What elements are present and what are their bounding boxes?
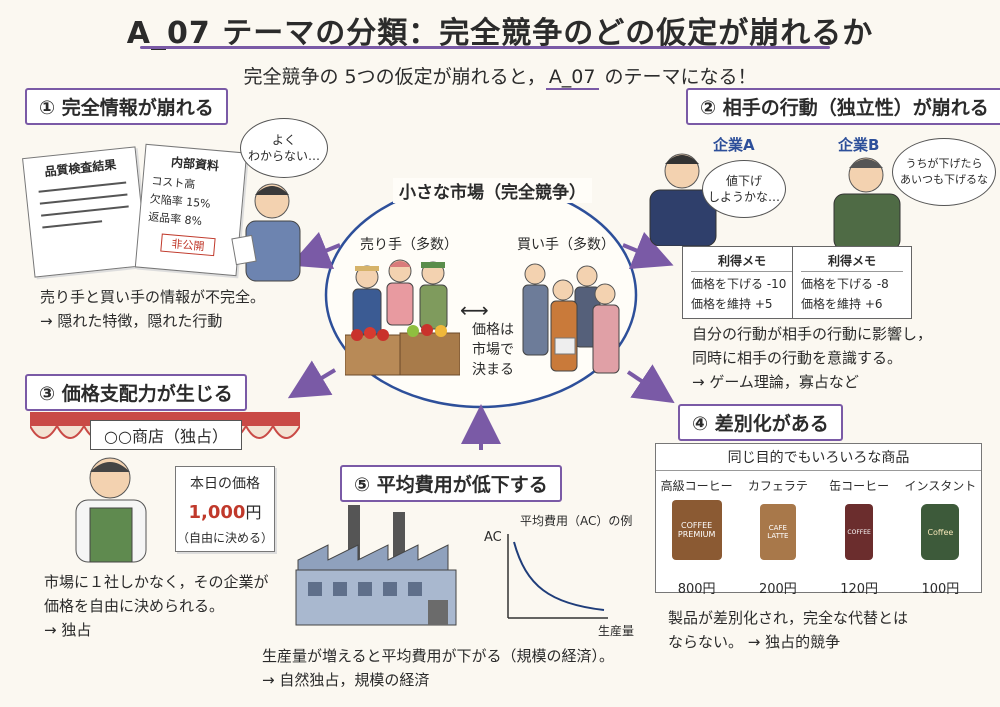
- subtitle: 完全競争の 5つの仮定が崩れると，A_07 のテーマになる！: [0, 62, 1000, 90]
- sellers-illustration: [345, 259, 460, 376]
- firm-a-person: [649, 153, 717, 246]
- firm-a-bubble-line: 値下げ: [725, 174, 762, 188]
- firm-a-label: 企業A: [713, 136, 755, 154]
- s1-caption-line: 売り手と買い手の情報が不完全。: [40, 288, 266, 306]
- product-package: COFFEE: [845, 504, 874, 560]
- product-name: 缶コーヒー: [829, 479, 890, 493]
- s3-caption: 市場に１社しかなく，その企業が 価格を自由に決められる。 → 独占: [44, 570, 269, 642]
- product-price: 200円: [758, 582, 797, 597]
- s2-caption-line: 同時に相手の行動を意識する。: [692, 349, 903, 367]
- s4-title: ④ 差別化がある: [678, 404, 843, 441]
- exchange-arrow: ⟷: [460, 298, 489, 322]
- product-cafe-latte: カフェラテ CAFE LATTE 200円: [740, 477, 816, 597]
- price-board-note: （自由に決める）: [176, 531, 273, 545]
- ac-chart-title: 平均費用（AC）の例: [520, 514, 633, 528]
- ac-chart: [507, 534, 608, 619]
- price-board: 本日の価格 1,000円 （自由に決める）: [175, 466, 275, 552]
- confidential-stamp: 非公開: [160, 233, 216, 257]
- product-price: 100円: [921, 582, 960, 597]
- subtitle-code: A_07: [545, 66, 599, 90]
- s3-caption-line: → 独占: [44, 621, 92, 639]
- arrow-to-s3: [287, 360, 337, 399]
- product-package: COFFEE PREMIUM: [671, 500, 722, 560]
- market-price-note: 価格は 市場で 決まる: [472, 320, 514, 380]
- shop-sign: ○○商店（独占）: [90, 420, 242, 450]
- payoff-memo-a-title: 利得メモ: [691, 251, 793, 272]
- ac-curve: [513, 541, 605, 611]
- factory-illustration: [295, 505, 457, 626]
- market-price-note-line: 決まる: [472, 362, 514, 378]
- payoff-memo-b-title: 利得メモ: [801, 251, 903, 272]
- sellers-label: 売り手（多数）: [360, 237, 458, 253]
- product-name: 高級コーヒー: [660, 479, 733, 493]
- subtitle-post: のテーマになる！: [598, 66, 757, 88]
- payoff-memo-b-row: 価格を維持 +6: [801, 297, 883, 311]
- product-package: CAFE LATTE: [759, 504, 796, 560]
- price-board-value: 1,000: [188, 502, 246, 523]
- s1-caption: 売り手と買い手の情報が不完全。 → 隠れた特徴，隠れた行動: [40, 285, 265, 333]
- title-underline: [140, 46, 830, 49]
- product-name: カフェラテ: [747, 479, 808, 493]
- page-title: A_07 テーマの分類：完全競争のどの仮定が崩れるか: [126, 16, 874, 51]
- firm-b-bubble: うちが下げたらあいつも下げるな: [892, 138, 996, 206]
- s3-caption-line: 市場に１社しかなく，その企業が: [44, 573, 269, 591]
- s5-caption: 生産量が増えると平均費用が下がる（規模の経済）。 → 自然独占，規模の経済: [262, 644, 614, 692]
- firm-b-person: [833, 157, 901, 250]
- s2-title: ② 相手の行動（独立性）が崩れる: [686, 88, 1000, 125]
- firm-b-bubble-line: あいつも下げるな: [900, 173, 988, 186]
- payoff-memo-a-row: 価格を下げる -10: [691, 277, 787, 291]
- s1-bubble-line: わからない…: [247, 149, 320, 163]
- quality-report-doc: 品質検査結果: [22, 146, 148, 278]
- market-price-note-line: 市場で: [472, 342, 514, 358]
- firm-b-bubble-line: うちが下げたら: [905, 157, 983, 170]
- s4-caption-line: 製品が差別化され，完全な代替とは: [668, 609, 909, 627]
- s5-title: ⑤ 平均費用が低下する: [340, 465, 562, 502]
- center-title: 小さな市場（完全競争）: [393, 178, 592, 203]
- firm-a-bubble-line: しようかな…: [707, 190, 780, 204]
- confused-buyer-person: [231, 183, 301, 282]
- product-canned-coffee: 缶コーヒー COFFEE 120円: [821, 477, 897, 597]
- ac-chart-ylabel: AC: [484, 530, 502, 545]
- s2-caption-line: 自分の行動が相手の行動に影響し，: [692, 325, 933, 343]
- s2-caption: 自分の行動が相手の行動に影響し， 同時に相手の行動を意識する。 → ゲーム理論，…: [692, 322, 932, 394]
- arrow-to-s1: [289, 231, 341, 270]
- product-shelf: 同じ目的でもいろいろな商品 高級コーヒー COFFEE PREMIUM 800円…: [655, 443, 982, 597]
- buyers-label: 買い手（多数）: [517, 237, 615, 253]
- firm-b-label: 企業B: [838, 136, 880, 154]
- s3-caption-line: 価格を自由に決められる。: [44, 597, 225, 615]
- market-price-note-line: 価格は: [472, 322, 514, 338]
- product-instant-coffee: インスタント Coffee 100円: [902, 477, 978, 597]
- payoff-memo-a-row: 価格を維持 +5: [691, 297, 773, 311]
- s3-title: ③ 価格支配力が生じる: [25, 374, 247, 411]
- shelf-title: 同じ目的でもいろいろな商品: [656, 444, 981, 471]
- product-name: インスタント: [904, 479, 977, 493]
- s4-caption: 製品が差別化され，完全な代替とは ならない。 → 独占的競争: [668, 606, 908, 654]
- product-premium-coffee: 高級コーヒー COFFEE PREMIUM 800円: [659, 477, 735, 597]
- payoff-memo-a: 利得メモ 価格を下げる -10 価格を維持 +5: [682, 246, 802, 319]
- s5-caption-line: → 自然独占，規模の経済: [262, 671, 430, 689]
- subtitle-pre: 完全競争の 5つの仮定が崩れると，: [243, 66, 546, 88]
- price-board-title: 本日の価格: [190, 476, 260, 492]
- shopkeeper-person: [75, 457, 147, 563]
- product-price: 120円: [840, 582, 879, 597]
- ac-chart-xlabel: 生産量: [598, 624, 635, 638]
- product-price: 800円: [677, 582, 716, 597]
- payoff-memo-b-row: 価格を下げる -8: [801, 277, 889, 291]
- quality-report-title: 品質検査結果: [43, 157, 117, 179]
- arrow-to-s4: [626, 364, 675, 404]
- s1-title: ① 完全情報が崩れる: [25, 88, 228, 125]
- s1-caption-line: → 隠れた特徴，隠れた行動: [40, 312, 223, 330]
- price-board-unit: 円: [245, 503, 262, 522]
- payoff-memo-b: 利得メモ 価格を下げる -8 価格を維持 +6: [792, 246, 912, 319]
- firm-a-bubble: 値下げしようかな…: [702, 160, 786, 218]
- arrow-to-s2: [622, 231, 674, 270]
- product-package: Coffee: [921, 504, 960, 560]
- s5-caption-line: 生産量が増えると平均費用が下がる（規模の経済）。: [262, 647, 615, 665]
- s2-caption-line: → ゲーム理論，寡占など: [692, 373, 859, 391]
- buyers-illustration: [522, 263, 620, 374]
- s1-bubble-line: よく: [271, 133, 296, 147]
- s1-thought-bubble: よくわからない…: [240, 118, 328, 178]
- s4-caption-line: ならない。 → 独占的競争: [668, 633, 841, 651]
